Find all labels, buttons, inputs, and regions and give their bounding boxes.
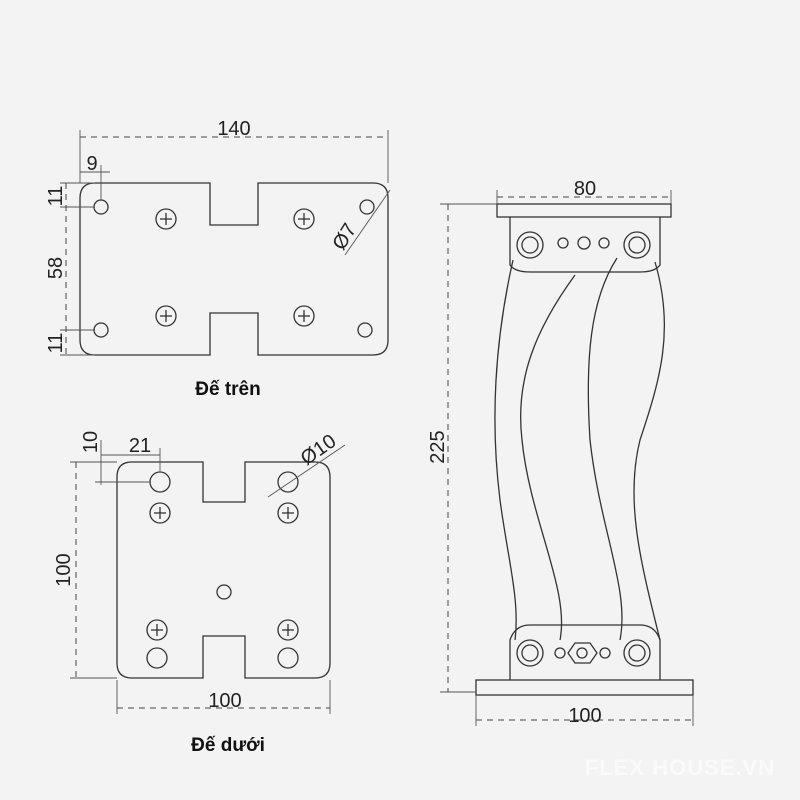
top-width-dim: 140	[217, 118, 250, 140]
side-top-width-dim: 80	[574, 178, 596, 200]
bottom-width-dim: 100	[208, 690, 241, 712]
side-height-dim: 225	[427, 430, 449, 463]
screw-icon	[155, 208, 177, 230]
pivot-bolt	[516, 639, 544, 667]
pivot-bolt	[516, 231, 544, 259]
mount-hole	[146, 647, 168, 669]
top-edge-top-dim: 11	[45, 186, 67, 207]
mount-hole	[93, 322, 109, 338]
bottom-height-dim: 100	[53, 553, 75, 586]
mount-hole	[359, 199, 375, 215]
bottom-offset-dim: 21	[129, 435, 151, 457]
side-view: 80 225 100	[427, 178, 694, 727]
top-plate-label: Đế trên	[195, 379, 260, 400]
bottom-edge-dim: 10	[80, 431, 102, 453]
top-pitch-dim: 58	[45, 257, 67, 279]
screw-icon	[277, 619, 299, 641]
screw-icon	[293, 208, 315, 230]
bottom-plate: 10 21 Ø10 100 100 Đế dưới	[53, 430, 346, 756]
bottom-plate-label: Đế dưới	[191, 735, 265, 756]
mount-hole	[277, 471, 299, 493]
mount-hole	[277, 647, 299, 669]
side-base-width-dim: 100	[568, 705, 601, 727]
watermark: FLEX HOUSE.VN	[585, 755, 775, 780]
screw-icon	[155, 305, 177, 327]
mount-hole	[357, 322, 373, 338]
screw-icon	[146, 619, 168, 641]
screw-icon	[149, 502, 171, 524]
top-plate: 140 9 11 58 11 Ø7 Đế trên	[45, 118, 391, 400]
top-edge-bottom-dim: 11	[45, 333, 67, 354]
top-hole-dim: Ø7	[329, 220, 362, 254]
mount-hole	[149, 471, 171, 493]
bottom-hole-dim: Ø10	[297, 430, 341, 470]
center-hole	[216, 584, 232, 600]
top-offset-dim: 9	[86, 153, 97, 175]
screw-icon	[277, 502, 299, 524]
mount-hole	[93, 199, 109, 215]
pivot-bolt	[623, 231, 651, 259]
pivot-bolt	[623, 639, 651, 667]
screw-icon	[293, 305, 315, 327]
